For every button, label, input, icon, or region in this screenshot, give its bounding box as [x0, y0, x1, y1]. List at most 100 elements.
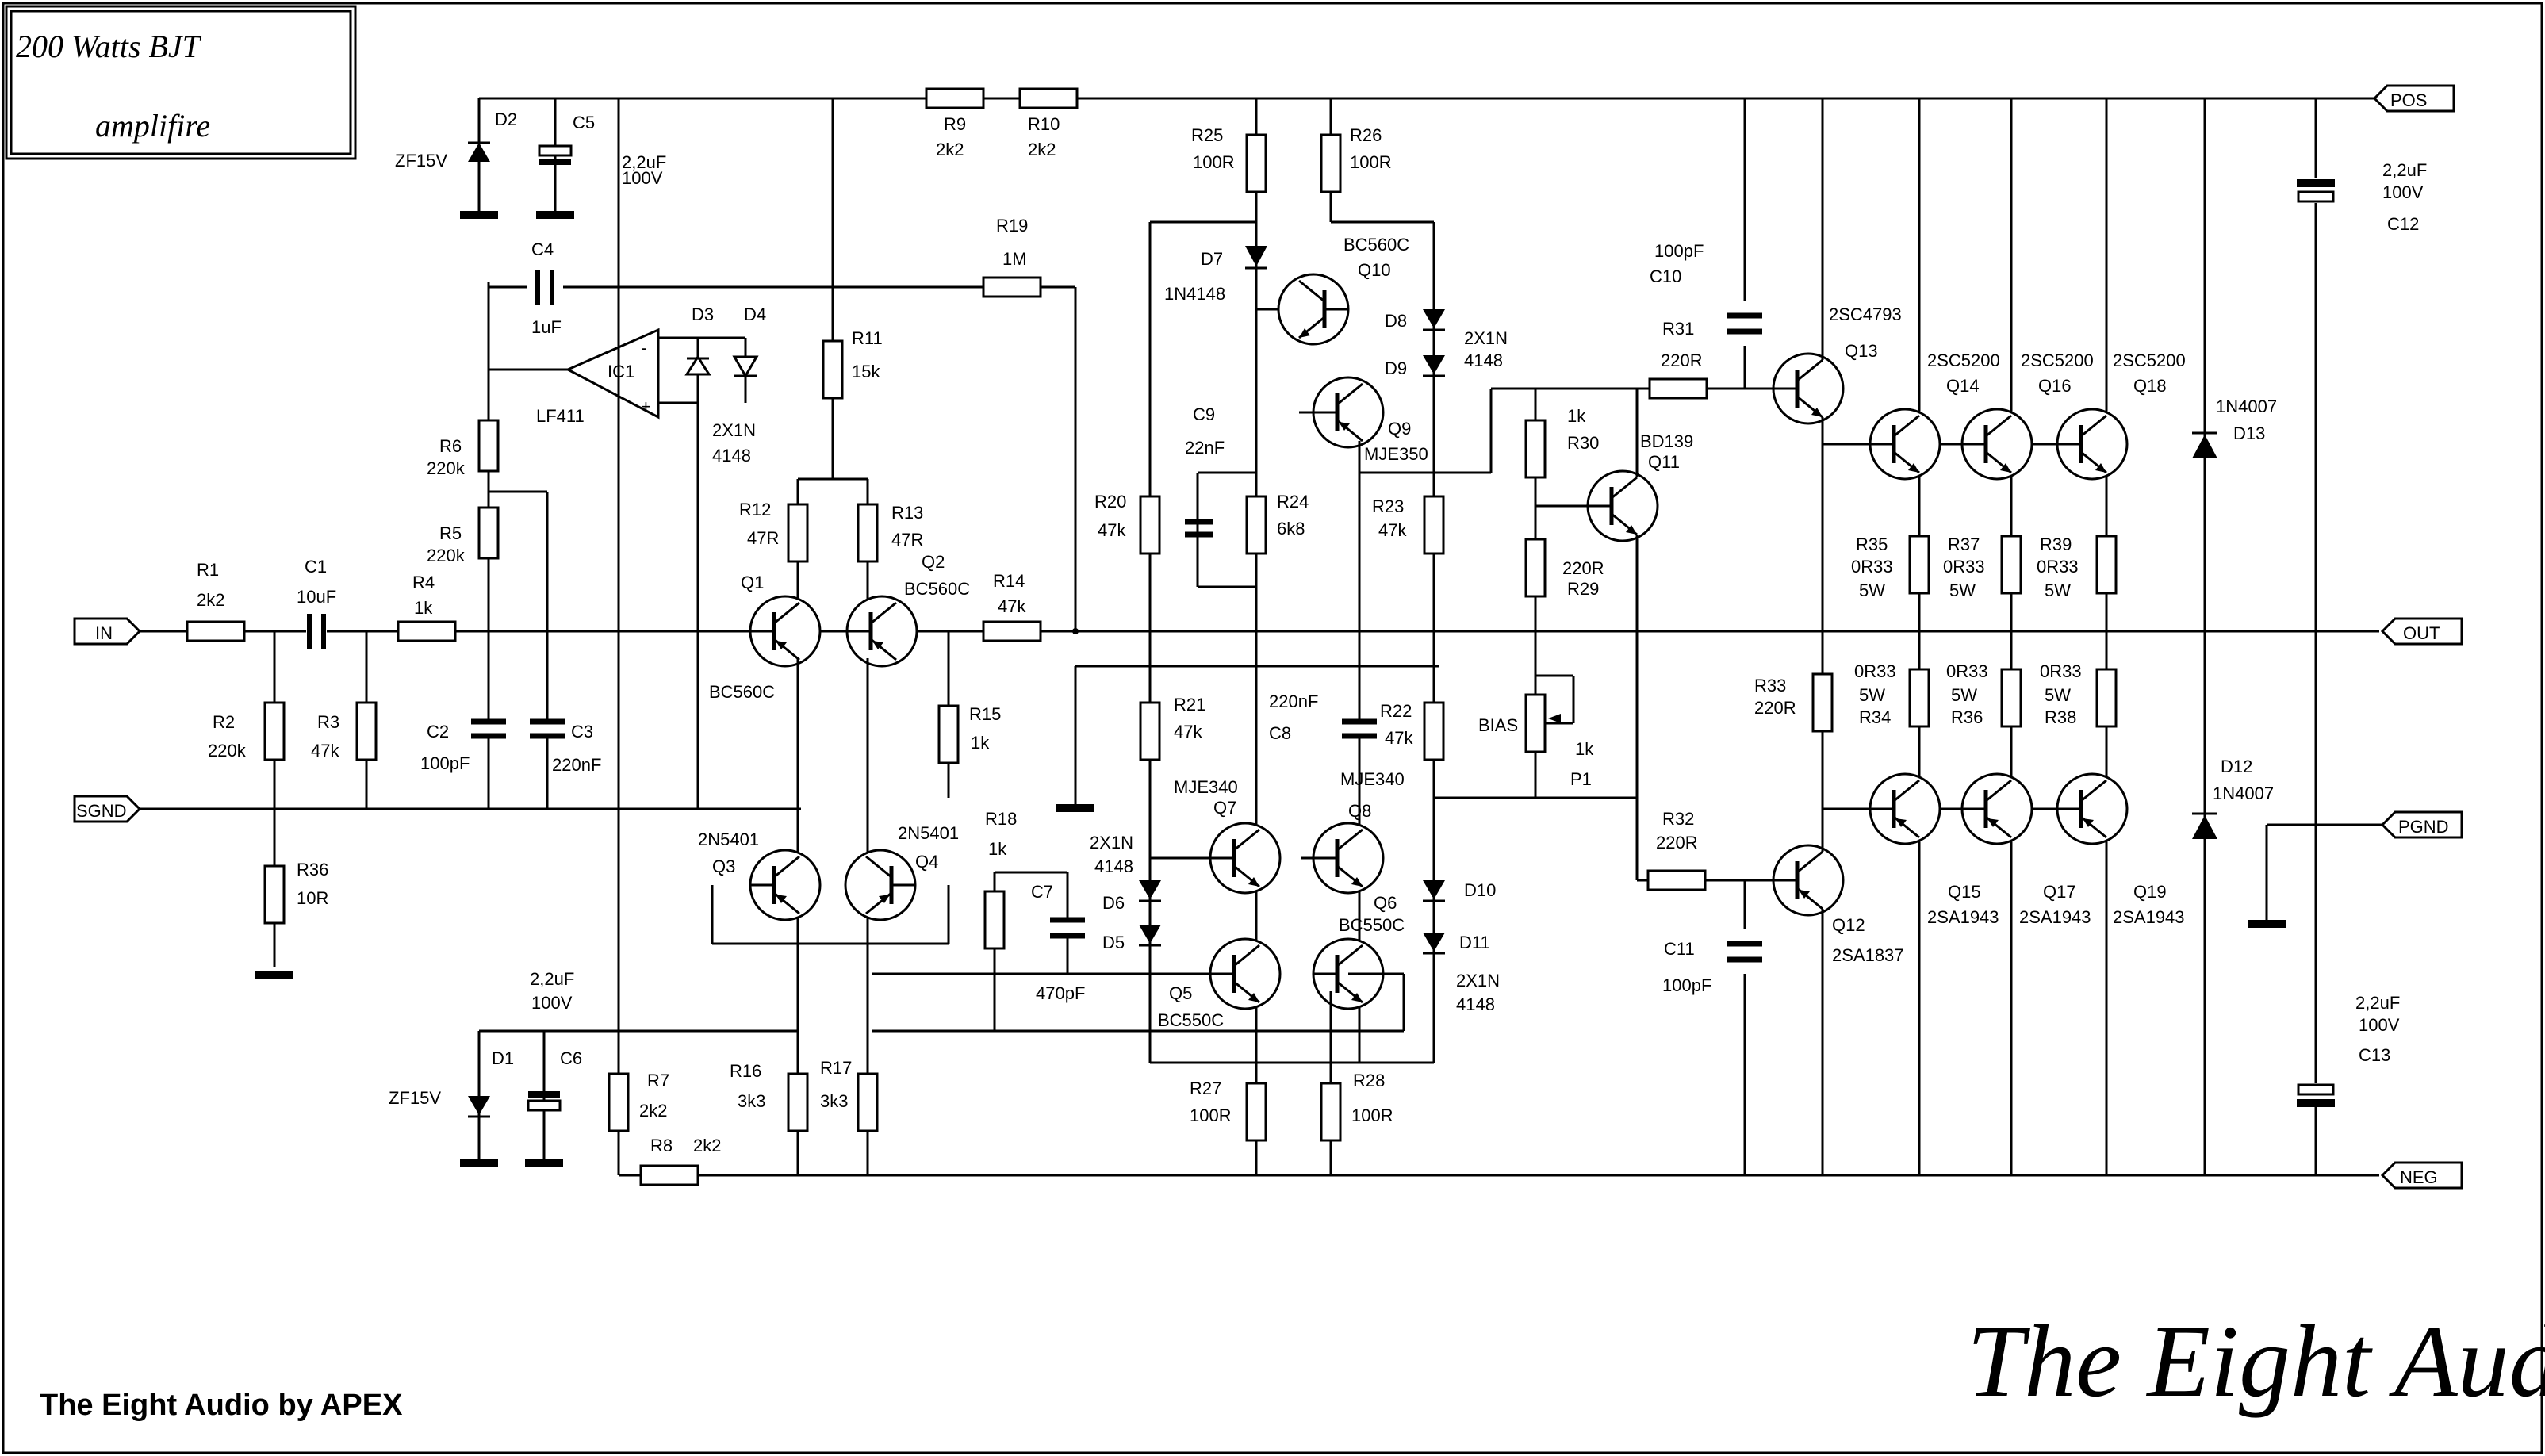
svg-text:R31: R31	[1662, 319, 1694, 339]
svg-text:Q12: Q12	[1832, 915, 1865, 935]
svg-text:5W: 5W	[1951, 685, 1977, 705]
svg-text:C12: C12	[2387, 214, 2419, 234]
svg-text:100R: 100R	[1351, 1105, 1393, 1125]
svg-text:R1: R1	[197, 560, 219, 580]
svg-text:C10: C10	[1650, 266, 1681, 286]
svg-text:R25: R25	[1191, 125, 1223, 145]
svg-text:C5: C5	[573, 113, 595, 132]
svg-text:R29: R29	[1567, 579, 1599, 599]
svg-text:R17: R17	[820, 1058, 852, 1078]
svg-text:R15: R15	[969, 704, 1001, 724]
svg-text:1N4148: 1N4148	[1164, 284, 1225, 304]
svg-text:Q2: Q2	[922, 552, 945, 572]
svg-text:1k: 1k	[988, 839, 1007, 859]
output-stage: 2SC5200 Q14 2SC5200 Q16 2SC5200 Q18 R35 …	[1851, 98, 2427, 1175]
svg-text:LF411: LF411	[536, 406, 585, 426]
svg-text:47R: 47R	[891, 530, 923, 550]
svg-text:Q15: Q15	[1948, 882, 1981, 902]
svg-text:15k: 15k	[852, 362, 880, 381]
port-pgnd: PGND	[2380, 810, 2463, 839]
svg-text:BC560C: BC560C	[904, 579, 970, 599]
svg-text:R16: R16	[730, 1061, 761, 1081]
svg-text:R33: R33	[1754, 676, 1786, 695]
svg-text:100pF: 100pF	[420, 753, 470, 773]
svg-text:Q11: Q11	[1648, 452, 1680, 472]
svg-text:MJE350: MJE350	[1364, 444, 1428, 464]
svg-text:R12: R12	[739, 500, 771, 519]
svg-text:R19: R19	[996, 216, 1028, 236]
svg-text:C13: C13	[2359, 1045, 2390, 1065]
svg-text:5W: 5W	[1949, 580, 1976, 600]
svg-text:Q13: Q13	[1845, 341, 1878, 361]
svg-text:R30: R30	[1567, 433, 1599, 453]
svg-text:220k: 220k	[427, 458, 466, 478]
svg-text:22nF: 22nF	[1185, 438, 1225, 458]
svg-text:1uF: 1uF	[531, 317, 562, 337]
svg-text:Q14: Q14	[1946, 376, 1980, 396]
svg-text:ZF15V: ZF15V	[389, 1088, 441, 1108]
input-network: R1 2k2 C1 10uF R4 1k R2 220k R36 10R R3 …	[186, 282, 601, 979]
svg-text:D11: D11	[1459, 933, 1490, 952]
svg-text:C3: C3	[571, 722, 593, 741]
svg-text:1k: 1k	[971, 733, 990, 753]
svg-text:47k: 47k	[1378, 520, 1407, 540]
port-in: IN	[73, 617, 142, 646]
svg-text:100V: 100V	[622, 168, 663, 188]
svg-text:BC560C: BC560C	[1343, 235, 1409, 255]
svg-text:Q4: Q4	[915, 852, 938, 872]
svg-text:R27: R27	[1190, 1079, 1221, 1098]
svg-text:10uF: 10uF	[297, 587, 336, 607]
svg-text:1k: 1k	[1567, 406, 1586, 426]
supply-rails	[102, 97, 2379, 1177]
svg-text:5W: 5W	[2045, 685, 2071, 705]
svg-text:OUT: OUT	[2403, 623, 2440, 643]
svg-text:Q6: Q6	[1374, 893, 1397, 913]
svg-text:100pF: 100pF	[1662, 975, 1711, 995]
svg-text:R13: R13	[891, 503, 923, 523]
port-out: OUT	[2380, 617, 2463, 646]
svg-text:0R33: 0R33	[2040, 661, 2082, 681]
svg-text:220nF: 220nF	[552, 755, 601, 775]
svg-text:2k2: 2k2	[1028, 140, 1056, 159]
svg-text:R23: R23	[1372, 496, 1404, 516]
svg-text:Q16: Q16	[2038, 376, 2072, 396]
svg-text:220R: 220R	[1661, 351, 1703, 370]
vas-section: R9 2k2 R10 2k2 R25 100R R26 100R D7 1N41…	[872, 87, 1650, 1175]
svg-text:47k: 47k	[311, 741, 339, 761]
svg-text:2SC5200: 2SC5200	[2021, 351, 2094, 370]
svg-text:2SC4793: 2SC4793	[1829, 305, 1902, 324]
svg-text:Q9: Q9	[1388, 419, 1411, 439]
svg-text:C1: C1	[305, 557, 327, 577]
svg-text:R14: R14	[993, 571, 1025, 591]
svg-text:2,2uF: 2,2uF	[2382, 160, 2427, 180]
title-line2: amplifire	[95, 108, 210, 144]
svg-text:100pF: 100pF	[1654, 241, 1704, 261]
svg-text:C9: C9	[1193, 404, 1215, 424]
svg-text:POS: POS	[2390, 90, 2427, 110]
svg-text:1M: 1M	[1002, 249, 1027, 269]
servo-section: C4 1uF IC1 LF411 - + D3 D4 2X1N 4148 R19…	[489, 98, 1439, 1175]
svg-text:47k: 47k	[998, 596, 1026, 616]
svg-text:R4: R4	[412, 573, 435, 592]
svg-text:2SA1943: 2SA1943	[2019, 907, 2091, 927]
svg-text:4148: 4148	[1456, 994, 1495, 1014]
svg-text:R18: R18	[985, 809, 1017, 829]
port-sgnd: SGND	[73, 795, 142, 823]
svg-text:2k2: 2k2	[936, 140, 964, 159]
svg-text:47R: 47R	[747, 528, 779, 548]
svg-text:R35: R35	[1856, 535, 1888, 554]
svg-text:R37: R37	[1948, 535, 1980, 554]
port-pos: POS	[2372, 84, 2455, 113]
svg-text:MJE340: MJE340	[1174, 777, 1238, 797]
bottom-zener-supply: 2,2uF 100V D1 C6 ZF15V R7 2k2 R8 2k2	[389, 969, 721, 1186]
svg-text:0R33: 0R33	[1851, 557, 1893, 577]
svg-text:R11: R11	[852, 328, 883, 348]
svg-text:R8: R8	[650, 1136, 673, 1155]
svg-text:D9: D9	[1385, 358, 1407, 378]
svg-text:47k: 47k	[1174, 722, 1202, 741]
svg-text:R5: R5	[439, 523, 462, 543]
svg-text:Q19: Q19	[2133, 882, 2167, 902]
svg-text:R22: R22	[1380, 701, 1412, 721]
svg-text:5W: 5W	[2045, 580, 2071, 600]
svg-text:D1: D1	[492, 1048, 514, 1068]
